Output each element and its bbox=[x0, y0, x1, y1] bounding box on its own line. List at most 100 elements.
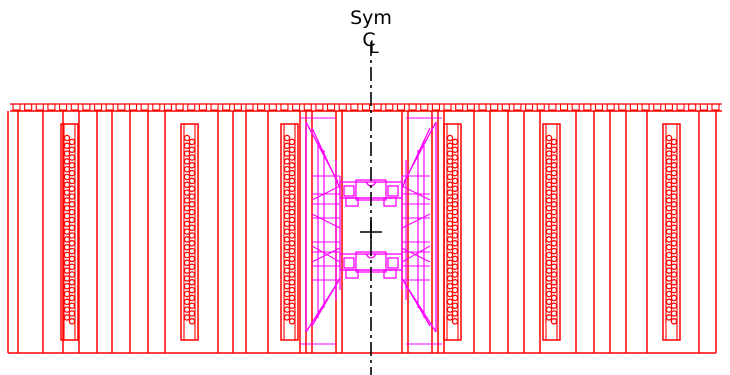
panel-outline bbox=[542, 123, 561, 341]
perforation-hole bbox=[68, 263, 76, 270]
rail-block bbox=[140, 103, 149, 111]
perforation-hole bbox=[670, 146, 678, 153]
perforation-hole bbox=[545, 158, 553, 165]
perforation-hole bbox=[670, 224, 678, 231]
perforation-hole bbox=[550, 318, 558, 325]
rail-block bbox=[222, 103, 231, 111]
perforation-hole bbox=[63, 236, 71, 243]
perforation-hole bbox=[446, 236, 454, 243]
perforation-hole bbox=[451, 232, 459, 239]
rail-block bbox=[94, 103, 103, 111]
rail-block bbox=[292, 103, 301, 111]
rail-block bbox=[268, 103, 277, 111]
rail-block bbox=[257, 103, 266, 111]
rail-block bbox=[478, 103, 487, 111]
perforation-hole bbox=[183, 181, 191, 189]
perforation-hole bbox=[665, 259, 673, 267]
rail-block bbox=[117, 103, 126, 111]
perforation-hole bbox=[545, 259, 553, 267]
perforation-hole bbox=[183, 189, 191, 196]
clamp-bolt-left bbox=[343, 257, 355, 269]
clamp-foot-left bbox=[345, 269, 359, 279]
perforation-hole bbox=[446, 173, 454, 181]
rail-block bbox=[431, 103, 440, 111]
perforation-hole bbox=[68, 310, 76, 317]
perforation-hole bbox=[183, 142, 191, 150]
perforation-hole bbox=[670, 208, 678, 216]
perforation-hole bbox=[446, 165, 454, 173]
perforation-hole bbox=[68, 255, 76, 263]
panel-outline bbox=[443, 123, 462, 341]
rail-block bbox=[629, 103, 639, 111]
perforation-hole bbox=[188, 208, 196, 216]
perforation-hole bbox=[451, 255, 459, 263]
rail-block bbox=[536, 103, 545, 111]
perforation-hole bbox=[183, 173, 191, 181]
perforation-hole bbox=[446, 150, 454, 157]
perforation-hole bbox=[545, 298, 553, 306]
perforation-hole bbox=[63, 158, 71, 165]
rail-block bbox=[12, 103, 21, 111]
perforation-hole bbox=[545, 314, 553, 321]
perforation-hole bbox=[451, 177, 459, 185]
perforation-hole bbox=[188, 185, 196, 192]
perforation-hole bbox=[283, 142, 291, 150]
rail-block bbox=[315, 103, 324, 111]
perforation-hole bbox=[283, 212, 291, 220]
rail-block bbox=[82, 103, 91, 111]
perforation-hole bbox=[283, 267, 291, 274]
left-brace bbox=[311, 277, 341, 327]
perforation-hole bbox=[545, 212, 553, 220]
perforation-hole bbox=[446, 298, 454, 306]
perforation-hole bbox=[188, 294, 196, 302]
perforation-hole bbox=[446, 181, 454, 189]
perforation-hole bbox=[68, 318, 76, 325]
perforation-hole bbox=[550, 224, 558, 231]
perforation-hole bbox=[665, 165, 673, 173]
perforation-hole bbox=[63, 306, 71, 313]
perforation-hole bbox=[446, 314, 454, 321]
perforation-hole bbox=[665, 314, 673, 321]
perforation-hole bbox=[183, 150, 191, 157]
rail-block bbox=[653, 103, 662, 111]
rail-block bbox=[606, 103, 615, 111]
rail-block bbox=[373, 103, 382, 111]
clamp-notch bbox=[365, 253, 377, 259]
right-truss bbox=[401, 185, 431, 201]
rail-block bbox=[338, 103, 347, 111]
rail-block bbox=[303, 103, 312, 111]
perforation-hole bbox=[550, 255, 558, 263]
rail-block bbox=[128, 103, 138, 111]
rail-block bbox=[583, 103, 592, 111]
perforated-panel bbox=[60, 123, 79, 341]
perforation-hole bbox=[446, 197, 454, 204]
rail-block bbox=[571, 103, 580, 111]
perforation-hole bbox=[451, 302, 459, 309]
perforation-hole bbox=[670, 232, 678, 239]
perforation-hole bbox=[550, 185, 558, 192]
perforation-hole bbox=[283, 236, 291, 243]
rail-block bbox=[105, 103, 114, 111]
perforation-hole bbox=[288, 255, 296, 263]
perforation-hole bbox=[545, 134, 553, 142]
perforation-hole bbox=[283, 150, 291, 157]
perforation-hole bbox=[63, 165, 71, 173]
rail-block bbox=[676, 103, 685, 111]
perforation-hole bbox=[670, 138, 678, 146]
rail-block bbox=[163, 103, 172, 111]
perforation-hole bbox=[68, 193, 76, 200]
perforation-hole bbox=[670, 154, 678, 161]
perforation-hole bbox=[283, 306, 291, 313]
perforation-hole bbox=[670, 318, 678, 325]
rail-block bbox=[198, 103, 207, 111]
perforation-hole bbox=[288, 286, 296, 294]
perforation-hole bbox=[288, 177, 296, 185]
perforation-hole bbox=[188, 310, 196, 317]
perforation-hole bbox=[451, 279, 459, 286]
rail-block bbox=[187, 103, 196, 111]
perforation-hole bbox=[451, 146, 459, 153]
perforation-hole bbox=[550, 146, 558, 153]
perforation-hole bbox=[188, 162, 196, 169]
rail-block bbox=[408, 103, 417, 111]
rail-block bbox=[361, 103, 371, 111]
